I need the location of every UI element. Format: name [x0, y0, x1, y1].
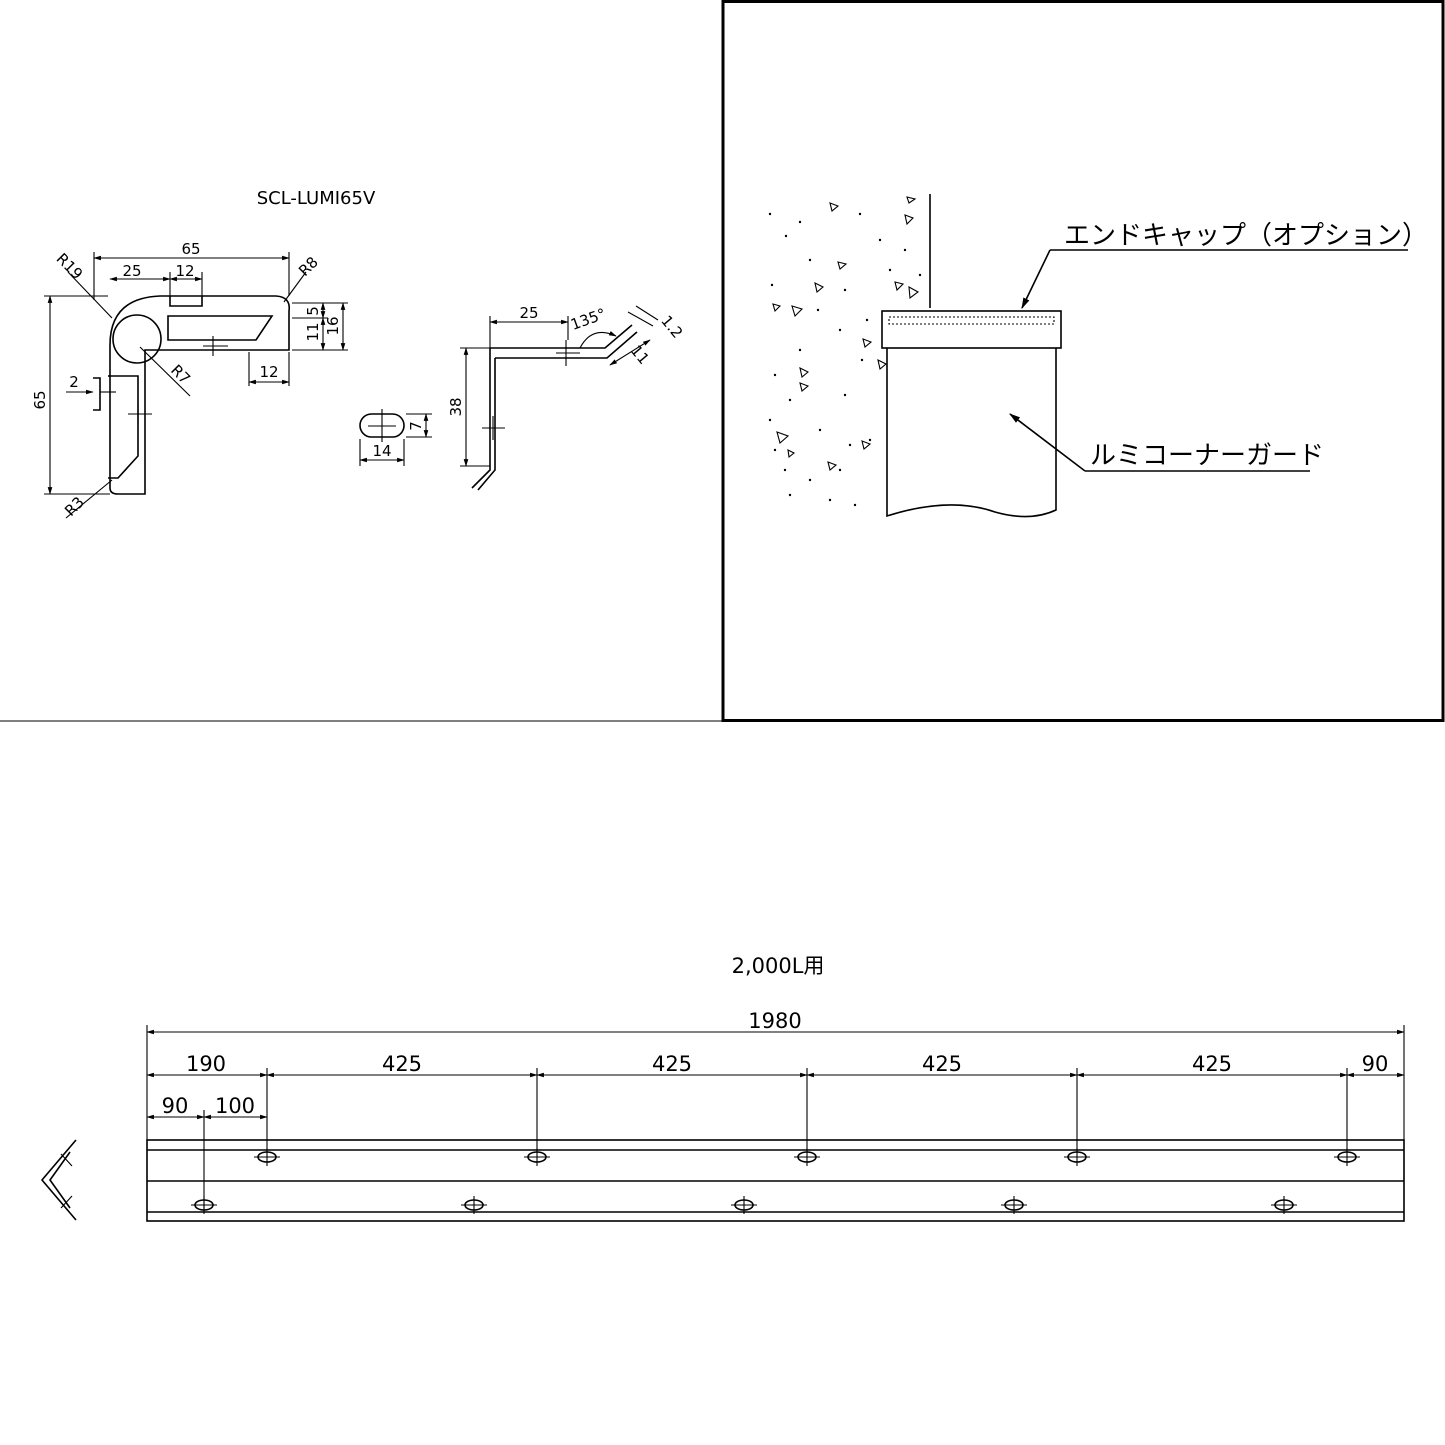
guard-label: ルミコーナーガード: [1090, 441, 1324, 471]
bracket-38: 38: [447, 397, 465, 416]
dim-spacing-4: 425: [922, 1052, 962, 1076]
dim-height-65: 65: [31, 390, 49, 409]
dim-width-65: 65: [181, 240, 200, 258]
plan-panel: 2,000L用: [40, 954, 1405, 1222]
model-title: SCL-LUMI65V: [257, 188, 376, 209]
corner-guard-profile: [93, 295, 291, 495]
dim-bottom-12: 12: [259, 363, 278, 381]
section-labels: エンドキャップ（オプション） ルミコーナーガード: [1009, 221, 1428, 472]
dim-r3: R3: [61, 493, 88, 520]
dim-r19: R19: [53, 250, 87, 284]
dim-spacing-6: 90: [1362, 1052, 1389, 1076]
dim-16: 16: [324, 316, 342, 335]
dim-2: 2: [69, 373, 79, 391]
dim-sub-2: 100: [215, 1094, 255, 1118]
wall-hatch: [768, 194, 931, 507]
section-panel: エンドキャップ（オプション） ルミコーナーガード: [721, 0, 1445, 722]
rail: [146, 1139, 1405, 1222]
dim-5: 5: [304, 306, 322, 316]
end-cap-label: エンドキャップ（オプション）: [1064, 221, 1428, 251]
slot-height: 7: [407, 421, 425, 431]
slot-width: 14: [372, 442, 391, 460]
dim-top-25: 25: [122, 262, 141, 280]
dim-total: 1980: [748, 1009, 801, 1033]
dim-spacing-2: 425: [382, 1052, 422, 1076]
profile-dimensions: 65 25 12 12 65 2 R19: [31, 240, 348, 520]
dim-spacing-1: 190: [186, 1052, 226, 1076]
bracket-11: 11: [627, 342, 653, 368]
dim-r8: R8: [295, 253, 322, 280]
mounting-holes-bottom: [191, 1196, 1297, 1214]
bracket-detail: 25 135° 1.2 11 38: [447, 304, 686, 491]
corner-guard-body: [886, 348, 1057, 518]
dim-11: 11: [304, 322, 322, 341]
bracket-angle: 135°: [568, 305, 608, 334]
plan-dimensions: 1980 190 425 425 425 425 90 90 100: [146, 1009, 1405, 1212]
slot-hole-detail: 14 7: [359, 409, 432, 466]
profile-panel: SCL-LUMI65V 65: [0, 188, 722, 722]
dim-sub-1: 90: [162, 1094, 189, 1118]
side-profile-icon: [40, 1139, 77, 1221]
dim-top-12: 12: [175, 262, 194, 280]
section-frame: [721, 0, 1445, 722]
dim-spacing-3: 425: [652, 1052, 692, 1076]
bracket-thickness: 1.2: [657, 312, 686, 342]
plan-title: 2,000L用: [732, 954, 825, 978]
dim-spacing-5: 425: [1192, 1052, 1232, 1076]
bracket-25: 25: [519, 304, 538, 322]
end-cap: [881, 310, 1062, 349]
dim-r7: R7: [167, 361, 194, 388]
